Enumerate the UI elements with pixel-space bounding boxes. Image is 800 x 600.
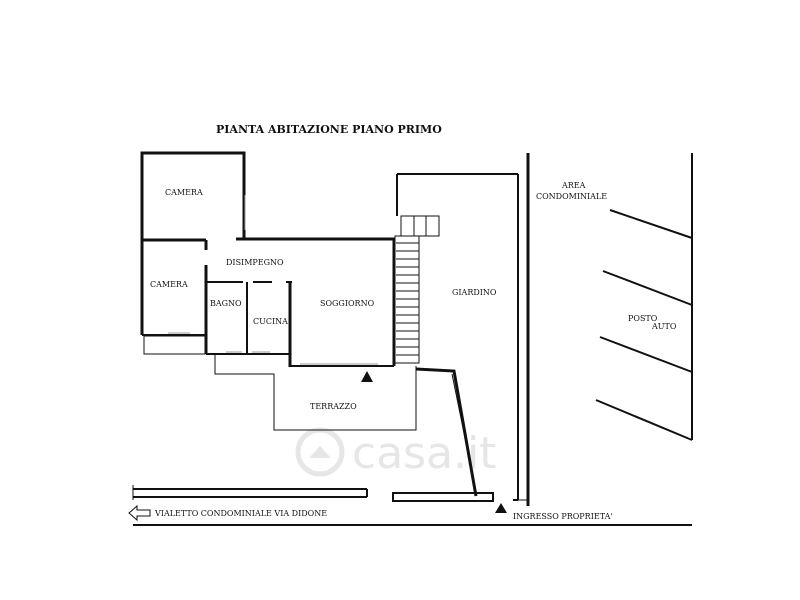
entrance-marker-icon [361, 371, 373, 382]
ingresso-marker-icon [495, 503, 507, 513]
garden-boundary [396, 173, 519, 501]
plan-title: PIANTA ABITAZIONE PIANO PRIMO [216, 123, 442, 136]
room-label-camera-lower: CAMERA [150, 280, 188, 289]
posto-auto-label-1: POSTO [628, 314, 658, 323]
ingresso-label: INGRESSO PROPRIETA' [513, 512, 613, 521]
room-label-camera-upper: CAMERA [165, 188, 203, 197]
room-label-cucina: CUCINA [253, 317, 288, 326]
parking-area [518, 153, 693, 506]
vialetto-path [132, 485, 692, 526]
house-walls [140, 151, 417, 431]
arrow-left-icon [128, 504, 151, 522]
room-label-soggiorno: SOGGIORNO [320, 299, 375, 308]
room-label-disimpegno: DISIMPEGNO [226, 258, 284, 267]
posto-auto-label-2: AUTO [651, 322, 677, 331]
vialetto-label: VIALETTO CONDOMINIALE VIA DIDONE [154, 509, 327, 518]
area-condominiale-label-1: AREA [561, 181, 586, 190]
area-condominiale-label-2: CONDOMINIALE [536, 192, 607, 201]
room-label-giardino: GIARDINO [452, 288, 497, 297]
room-label-terrazzo: TERRAZZO [310, 402, 357, 411]
room-label-bagno: BAGNO [210, 299, 242, 308]
watermark-text: casa.it [352, 428, 497, 479]
staircase [394, 215, 440, 364]
